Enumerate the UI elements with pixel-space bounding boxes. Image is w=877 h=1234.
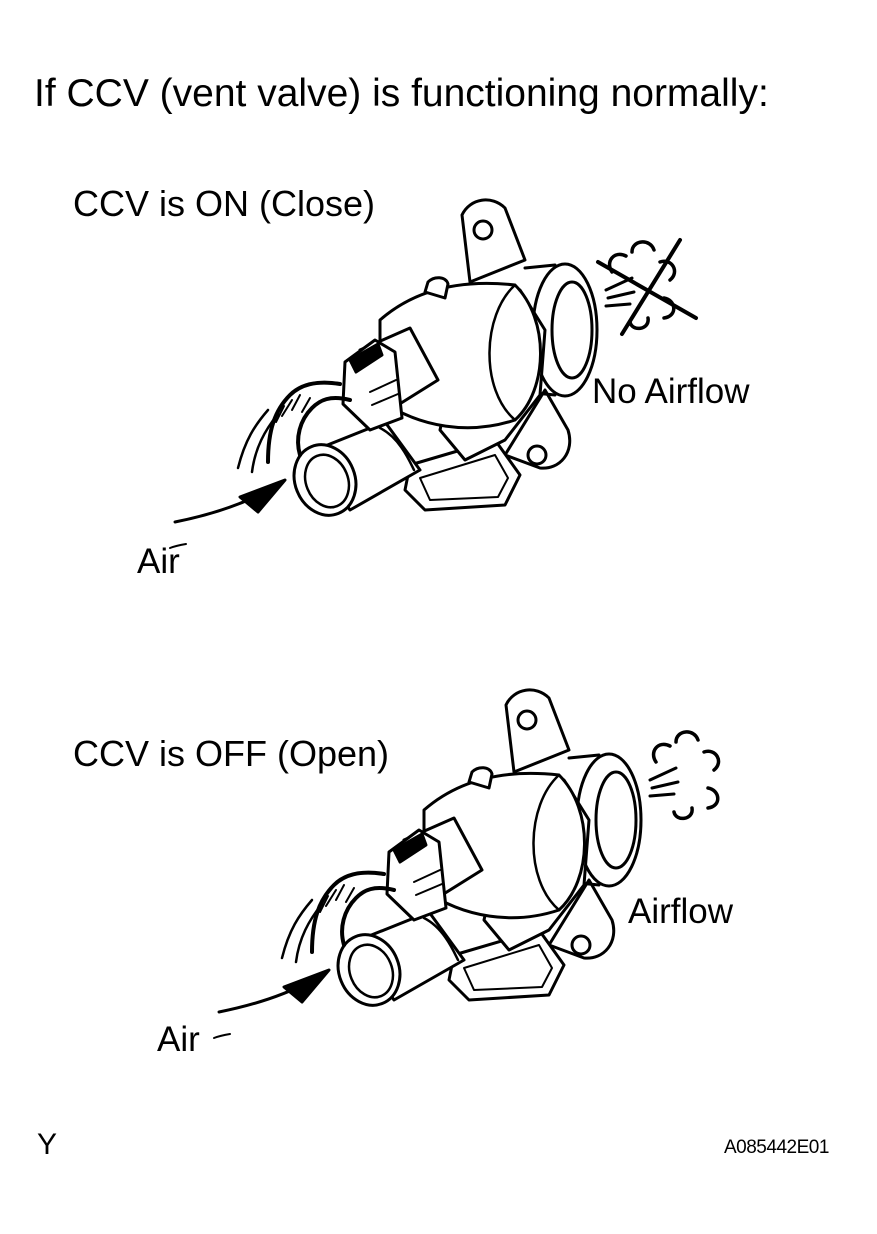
- valve-open-illustration: [212, 687, 643, 1040]
- air-inlet-label-off: Air: [157, 1020, 200, 1059]
- air-inlet-label-on: Air: [137, 542, 180, 581]
- footer-left-mark: Y: [37, 1128, 58, 1161]
- valve-closed-illustration: [168, 197, 599, 550]
- figure-code: A085442E01: [724, 1137, 829, 1158]
- state-off-label: CCV is OFF (Open): [73, 733, 390, 774]
- airflow-puff-icon: [648, 730, 721, 821]
- cross-out-icon: [596, 238, 698, 336]
- page-title: If CCV (vent valve) is functioning norma…: [34, 72, 769, 115]
- no-airflow-label: No Airflow: [592, 372, 750, 411]
- airflow-label: Airflow: [628, 892, 734, 931]
- state-on-label: CCV is ON (Close): [73, 183, 376, 224]
